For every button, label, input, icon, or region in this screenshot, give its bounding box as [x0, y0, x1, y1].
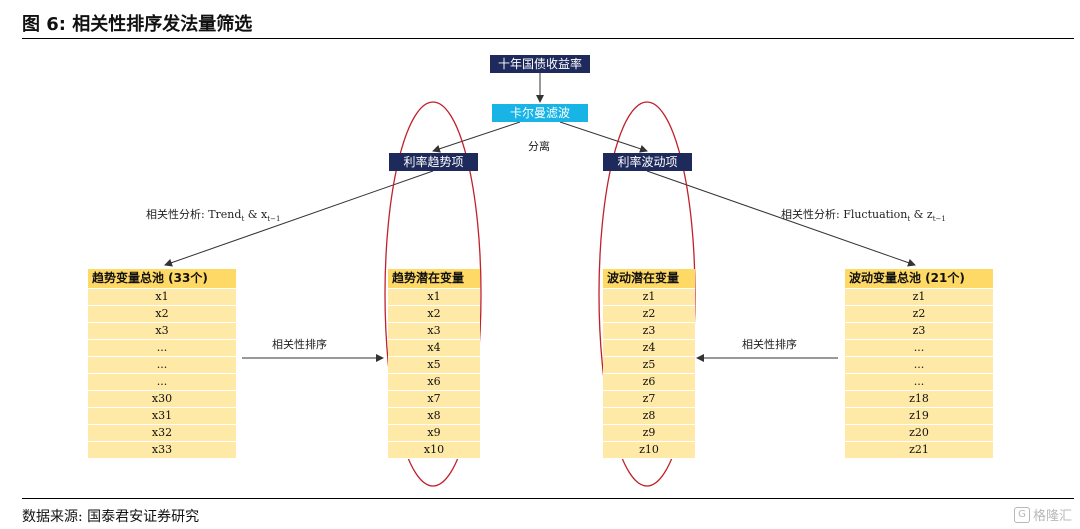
table-row: x3: [88, 323, 236, 340]
corr-label-fluct-mid: & z: [910, 208, 933, 221]
arrow-fluct-to-pool: [646, 170, 916, 267]
table-row: z1: [603, 289, 695, 306]
table-row: x1: [388, 289, 480, 306]
table-header: 波动变量总池 (21个): [845, 269, 993, 289]
table-row: x2: [388, 306, 480, 323]
footer-divider: [22, 498, 1074, 499]
table-row: x3: [388, 323, 480, 340]
highlight-ellipse-fluct: [598, 101, 696, 487]
table-row: x6: [388, 374, 480, 391]
title-divider: [22, 38, 1074, 39]
table-row: ...: [88, 357, 236, 374]
table-row: z9: [603, 425, 695, 442]
table-header: 趋势变量总池 (33个): [88, 269, 236, 289]
split-label: 分离: [528, 140, 550, 153]
table-row: z7: [603, 391, 695, 408]
corr-label-fluct: 相关性分析: Fluctuationt & zt−1: [781, 206, 946, 223]
table-row: x7: [388, 391, 480, 408]
table-row: ...: [88, 374, 236, 391]
table-row: z18: [845, 391, 993, 408]
table-header: 波动潜在变量: [603, 269, 695, 289]
highlight-ellipse-trend: [384, 101, 482, 487]
watermark-g-icon: G: [1013, 506, 1030, 523]
corr-label-trend-text: 相关性分析: Trend: [146, 208, 242, 221]
table-row: z2: [603, 306, 695, 323]
sort-label-right: 相关性排序: [742, 338, 797, 351]
watermark-text: 格隆汇: [1032, 509, 1072, 524]
table-row: ...: [88, 340, 236, 357]
corr-label-trend: 相关性分析: Trendt & xt−1: [146, 206, 280, 223]
table-row: x9: [388, 425, 480, 442]
table-row: x31: [88, 408, 236, 425]
table-row: x4: [388, 340, 480, 357]
arrow-filter-to-fluct: [559, 121, 648, 153]
corr-label-trend-sub1: t: [241, 215, 245, 224]
table-row: z1: [845, 289, 993, 306]
corr-label-trend-sub2: t−1: [267, 215, 281, 224]
sort-label-left: 相关性排序: [272, 338, 327, 351]
table-row: x30: [88, 391, 236, 408]
table-row: z3: [845, 323, 993, 340]
table-row: x8: [388, 408, 480, 425]
corr-label-trend-mid: & x: [244, 208, 268, 221]
table-row: z4: [603, 340, 695, 357]
arrow-filter-to-trend: [432, 121, 521, 153]
source-note: 数据来源: 国泰君安证券研究: [22, 509, 200, 525]
table-row: x33: [88, 442, 236, 459]
table-row: z5: [603, 357, 695, 374]
table-header: 趋势潜在变量: [388, 269, 480, 289]
table-row: z8: [603, 408, 695, 425]
table-row: x5: [388, 357, 480, 374]
table-row: x10: [388, 442, 480, 459]
table-row: x1: [88, 289, 236, 306]
table-row: z2: [845, 306, 993, 323]
table-row: x2: [88, 306, 236, 323]
figure-title: 图 6: 相关性排序发法量筛选: [22, 14, 253, 35]
table-row: x32: [88, 425, 236, 442]
table-row: z6: [603, 374, 695, 391]
table-row: z21: [845, 442, 993, 459]
table-row: z20: [845, 425, 993, 442]
table-row: ...: [845, 357, 993, 374]
arrow-trend-to-pool: [164, 170, 434, 267]
node-kalman-filter: 卡尔曼滤波: [492, 104, 588, 122]
table-row: ...: [845, 374, 993, 391]
table-row: z10: [603, 442, 695, 459]
table-row: z3: [603, 323, 695, 340]
node-ten-year-yield: 十年国债收益率: [490, 55, 590, 73]
corr-label-fluct-sub1: t: [907, 215, 911, 224]
table-row: z19: [845, 408, 993, 425]
node-rate-trend: 利率趋势项: [389, 153, 478, 171]
node-rate-fluctuation: 利率波动项: [603, 153, 692, 171]
table-row: ...: [845, 340, 993, 357]
corr-label-fluct-sub2: t−1: [932, 215, 946, 224]
corr-label-fluct-text: 相关性分析: Fluctuation: [781, 208, 908, 221]
